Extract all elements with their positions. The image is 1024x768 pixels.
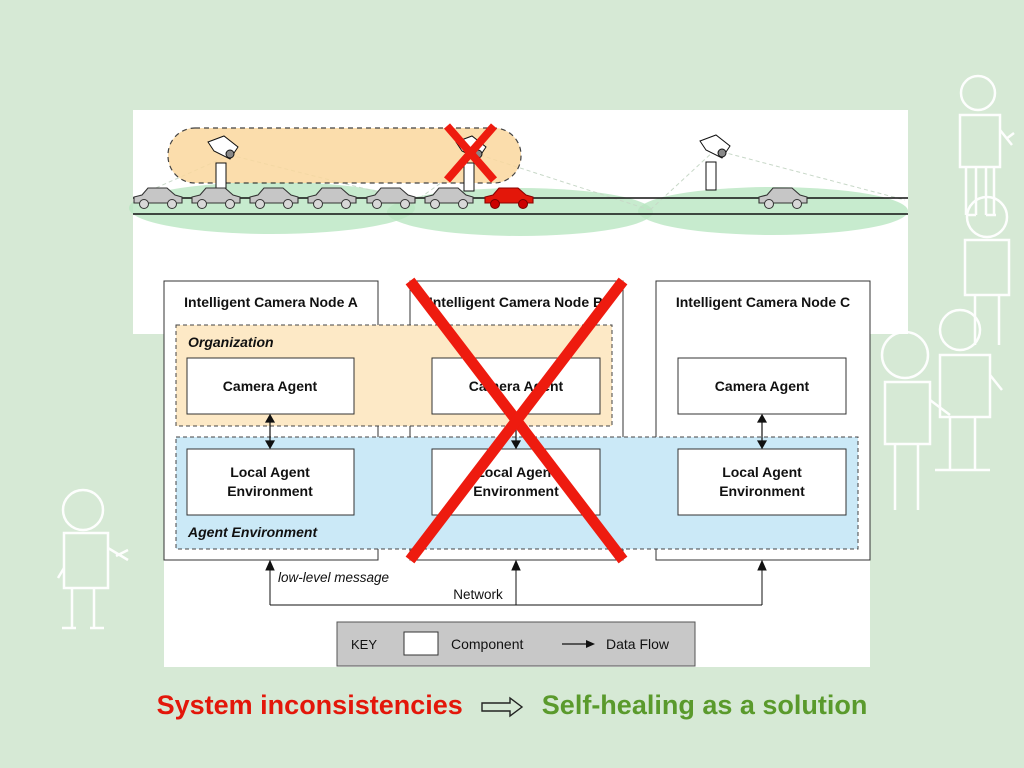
stick-figure-right-lower — [880, 308, 1003, 510]
node-box-c — [655, 280, 871, 561]
car-icon — [366, 187, 416, 209]
car-icon — [758, 187, 808, 209]
legend-component-swatch — [403, 631, 439, 656]
local-env-line2-b: Environment — [473, 483, 559, 499]
coverage-zone-c — [638, 187, 908, 235]
stick-figure-right-top — [958, 74, 1015, 217]
stick-figure-right-middle — [963, 195, 1011, 345]
car-icon — [133, 187, 183, 209]
legend-arrow-head — [586, 640, 595, 648]
camera-agent-box-c — [677, 357, 847, 415]
architecture-diagram: Intelligent Camera Node A Intelligent Ca… — [163, 262, 871, 667]
legend-key-box — [336, 621, 696, 667]
failed-node-cross — [405, 277, 628, 564]
caption-left: System inconsistencies — [156, 690, 463, 720]
local-env-line1-a: Local Agent — [230, 464, 310, 480]
cars — [133, 187, 808, 209]
car-icon — [424, 187, 474, 209]
car-icon — [307, 187, 357, 209]
failed-camera-cross — [443, 123, 498, 183]
low-level-message-label: low-level message — [278, 570, 389, 585]
implies-arrow-icon — [481, 696, 524, 718]
network-lines — [265, 559, 767, 606]
camera-icon — [699, 134, 731, 191]
local-env-line1-c: Local Agent — [722, 464, 802, 480]
legend-key: KEY Component Data Flow — [336, 621, 696, 667]
local-env-box-b — [431, 448, 601, 516]
node-title-b: Intelligent Camera Node B — [429, 294, 603, 310]
agent-environment-label: Agent Environment — [187, 524, 318, 540]
local-env-line2-a: Environment — [227, 483, 313, 499]
local-env-line1-b: Local Agent — [476, 464, 556, 480]
local-env-box-a — [186, 448, 355, 516]
stick-figure-left — [56, 488, 129, 630]
legend-component-label: Component — [451, 636, 523, 652]
organization-label: Organization — [188, 334, 274, 350]
local-env-line2-c: Environment — [719, 483, 805, 499]
legend-key-title: KEY — [351, 637, 377, 652]
legend-data-flow-label: Data Flow — [606, 636, 670, 652]
node-title-c: Intelligent Camera Node C — [676, 294, 850, 310]
camera-agent-box-a — [186, 357, 355, 415]
camera-agent-label-c: Camera Agent — [715, 378, 810, 394]
slide-caption: System inconsistencies Self-healing as a… — [0, 690, 1024, 721]
camera-group-organization — [167, 127, 522, 184]
car-icon-highlighted — [484, 187, 534, 209]
caption-right: Self-healing as a solution — [541, 690, 868, 720]
camera-agent-box-b — [431, 357, 601, 415]
camera-icon — [207, 135, 239, 192]
local-env-box-c — [677, 448, 847, 516]
car-icon — [191, 187, 241, 209]
agent-link-arrows — [264, 413, 768, 450]
network-label: Network — [453, 587, 503, 602]
stick-figures-decoration — [56, 74, 1015, 630]
node-title-a: Intelligent Camera Node A — [184, 294, 358, 310]
car-icon — [249, 187, 299, 209]
camera-agent-label-a: Camera Agent — [223, 378, 318, 394]
